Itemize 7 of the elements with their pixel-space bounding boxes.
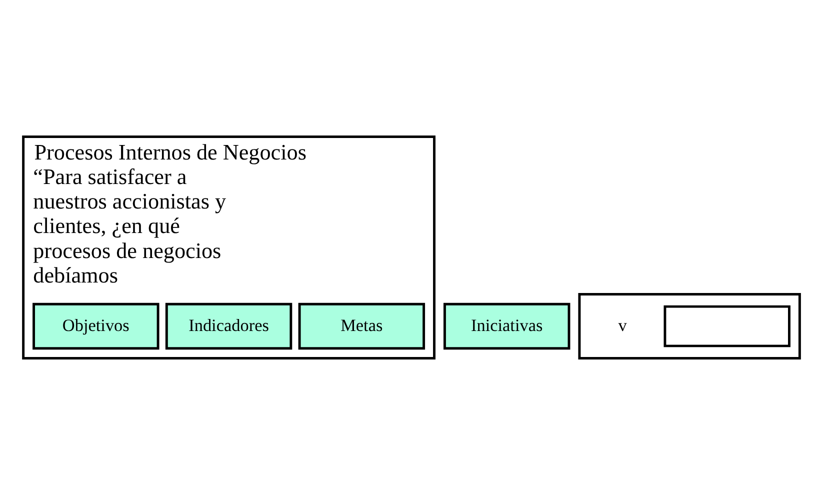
- node-box: [664, 304, 790, 347]
- label: v: [618, 315, 627, 334]
- node-box: Indicadores: [165, 302, 292, 350]
- cluster: [578, 292, 801, 359]
- node-box: Iniciativas: [444, 302, 570, 350]
- node-box: Metas: [298, 302, 426, 350]
- node-box: Objetivos: [32, 302, 160, 350]
